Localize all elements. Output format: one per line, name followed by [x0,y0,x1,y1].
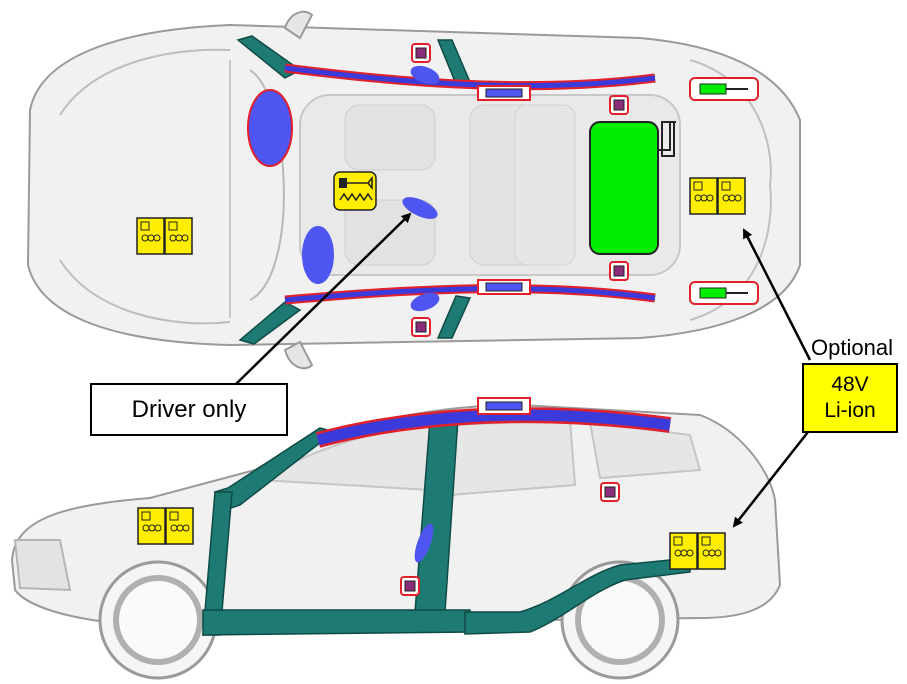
top-view-reinforcements [236,35,472,345]
driver-callout-arrow [235,212,412,385]
top-view-airbags [247,65,440,312]
b-pillar-top-right [436,295,472,339]
ecu-module-icon [136,217,193,255]
airbag-icon [247,89,293,167]
side-view-car [10,403,782,680]
driver-only-callout: Driver only [90,383,288,436]
driver-only-label: Driver only [131,395,247,423]
optional-label: Optional [811,335,893,360]
sensor-icon [609,95,629,115]
knee-airbag-icon [402,197,438,219]
battery-callout-arrow-top [742,228,812,361]
steering-airbag-module-icon [333,171,377,211]
ecu-module-icon [669,532,726,570]
airbag-icon [410,292,440,312]
ecu-module-icon [137,507,194,545]
side-curtain-airbag [316,409,671,446]
sensor-icon [600,482,620,502]
sensor-icon [400,576,420,596]
seatbelt-pretensioner-icon [689,281,759,305]
side-view-curtain [315,397,672,448]
ecu-module-icon [689,177,746,215]
seatbelt-pretensioner-icon [689,77,759,101]
battery-callout: 48V Li-ion [802,363,898,433]
battery-callout-arrow-side [732,431,809,528]
top-view-sensors [411,43,629,337]
battery-voltage-label: 48V [831,373,869,396]
sensor-icon [411,43,431,63]
airbag-icon [410,65,440,85]
high-voltage-battery-icon [589,121,676,255]
side-view-sensors [400,482,620,596]
top-view-modules [136,171,746,255]
rear-rail [464,557,691,635]
front-wheel [98,560,218,680]
rocker-panel [202,609,471,636]
top-view-car [26,10,801,370]
airbag-icon [302,226,334,284]
top-view-pretensioners [689,77,759,305]
side-view-modules [137,507,726,570]
sensor-icon [411,317,431,337]
a-pillar-top-right [238,301,302,345]
battery-type-label: Li-ion [824,399,876,422]
airbag-icon [414,523,434,563]
sensor-icon [609,261,629,281]
